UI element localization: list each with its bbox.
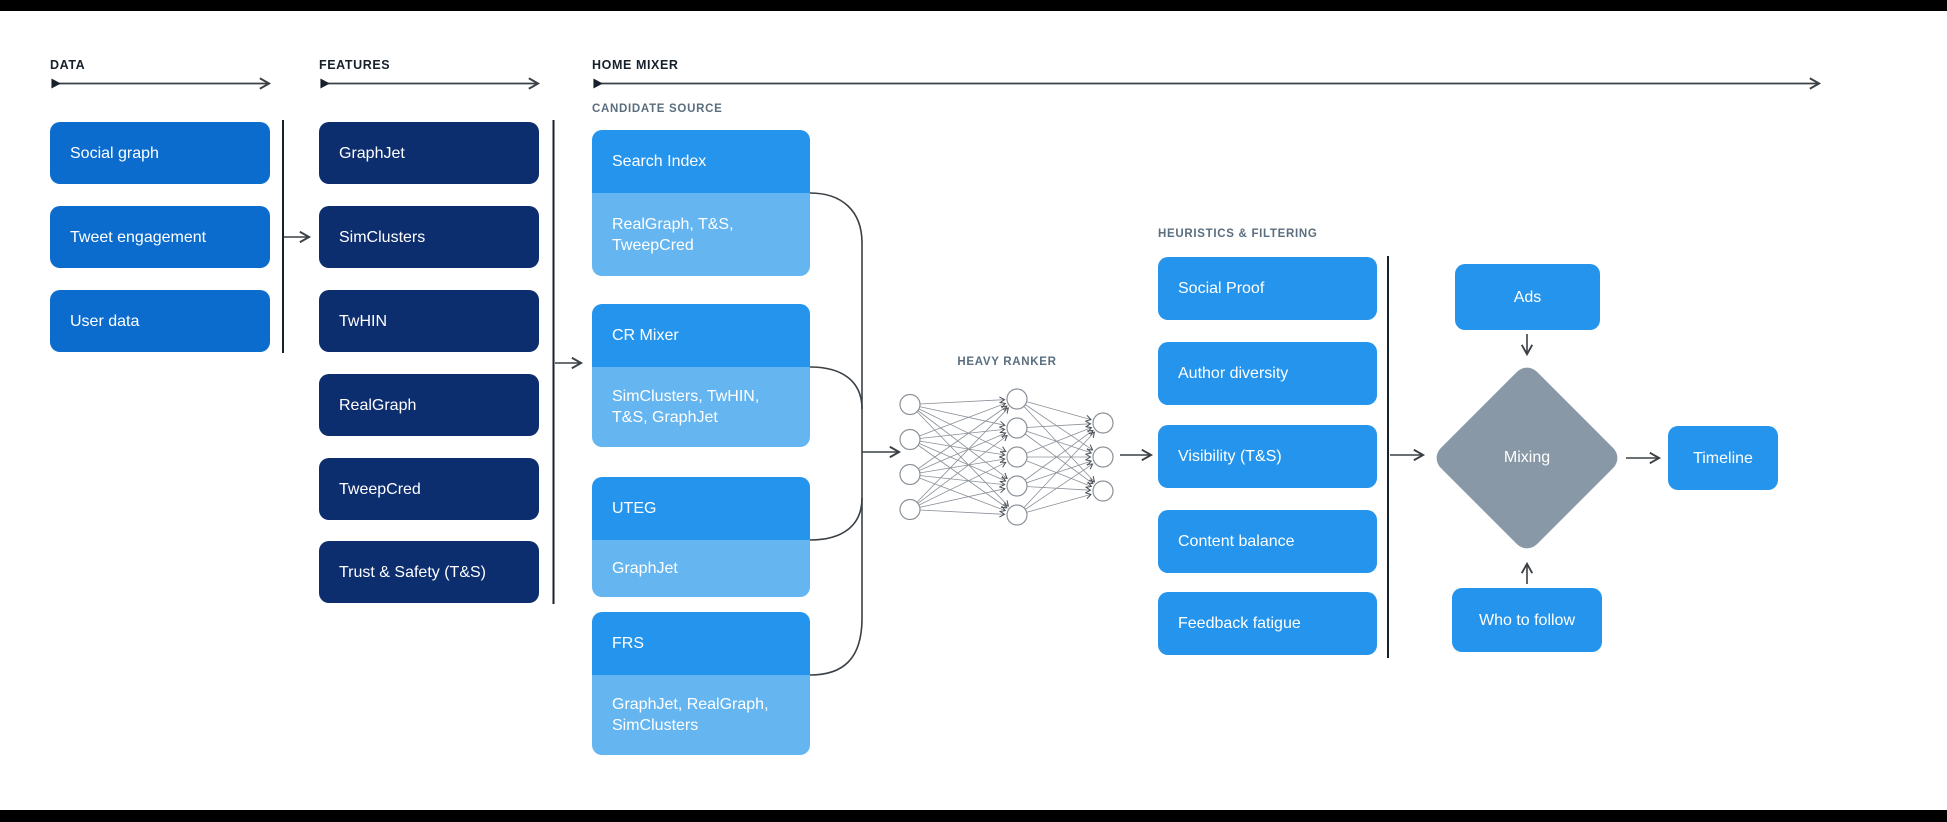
features-box-graphjet: GraphJet xyxy=(319,122,539,184)
search-index-connector-curve xyxy=(809,192,863,244)
features-box-trust-safety: Trust & Safety (T&S) xyxy=(319,541,539,603)
network-edge xyxy=(909,509,1006,518)
network-edge xyxy=(1016,420,1092,429)
network-edge xyxy=(909,404,1006,428)
heuristics-box-content-balance: Content balance xyxy=(1158,510,1377,573)
network-node xyxy=(1092,446,1114,468)
network-edge xyxy=(1016,426,1093,458)
network-edge xyxy=(909,439,1007,483)
network-edge xyxy=(909,474,1006,488)
network-edge xyxy=(1016,427,1094,485)
network-node xyxy=(1006,504,1028,526)
network-edge xyxy=(909,407,1010,510)
mixing-diamond-label: Mixing xyxy=(1503,449,1551,466)
network-edge xyxy=(909,439,1008,509)
network-edge xyxy=(1016,398,1094,451)
candidate-search-index-sources: RealGraph, T&S, TweepCred xyxy=(592,193,810,276)
network-edge xyxy=(909,404,1007,453)
network-node xyxy=(899,393,921,416)
network-edge xyxy=(909,461,1007,510)
network-node xyxy=(899,428,921,451)
network-node xyxy=(1006,417,1028,439)
network-edge xyxy=(1016,485,1092,494)
network-edge xyxy=(909,426,1006,440)
who-to-follow-box: Who to follow xyxy=(1452,588,1602,652)
candidate-search-index-title: Search Index xyxy=(592,130,810,193)
network-node xyxy=(1092,412,1114,434)
home-mixer-section-label: HOME MIXER xyxy=(592,58,679,72)
network-edge xyxy=(909,404,1010,507)
network-node xyxy=(899,498,921,521)
network-edge xyxy=(909,404,1008,479)
bottom-letterbox-bar xyxy=(0,810,1947,822)
network-node xyxy=(899,463,921,486)
network-edge xyxy=(909,486,1006,510)
candidate-cr-mixer-title: CR Mixer xyxy=(592,304,810,367)
candidate-cr-mixer-sources: SimClusters, TwHIN, T&S, GraphJet xyxy=(592,367,810,447)
data-box-tweet-engagement: Tweet engagement xyxy=(50,206,270,268)
network-edge xyxy=(909,435,1008,510)
network-edge xyxy=(1016,431,1096,516)
network-edge xyxy=(1016,429,1094,487)
network-node xyxy=(1006,446,1028,468)
network-node xyxy=(1006,475,1028,497)
network-edge xyxy=(909,439,1006,458)
network-edge xyxy=(1016,463,1094,516)
heuristics-box-social-proof: Social Proof xyxy=(1158,257,1377,320)
candidate-uteg-sources: GraphJet xyxy=(592,540,810,597)
network-edge xyxy=(1016,398,1092,422)
network-edge xyxy=(1016,492,1092,516)
network-edge xyxy=(909,396,1006,405)
network-edge xyxy=(909,405,1008,475)
network-edge xyxy=(909,431,1007,475)
top-letterbox-bar xyxy=(0,0,1947,11)
features-box-twhin: TwHIN xyxy=(319,290,539,352)
features-section-label: FEATURES xyxy=(319,58,391,72)
network-edge xyxy=(1016,427,1093,455)
network-node xyxy=(1092,480,1114,502)
candidate-uteg-title: UTEG xyxy=(592,477,810,540)
uteg-connector-curve xyxy=(809,497,863,541)
network-edge xyxy=(909,401,1007,440)
heuristics-filtering-label: HEURISTICS & FILTERING xyxy=(1158,228,1318,240)
candidate-collector-bracket xyxy=(809,192,863,676)
network-edge xyxy=(909,456,1006,475)
candidate-source-label: CANDIDATE SOURCE xyxy=(592,103,723,115)
network-edge xyxy=(1016,459,1093,487)
network-node xyxy=(1006,388,1028,410)
candidate-frs-sources: GraphJet, RealGraph, SimClusters xyxy=(592,675,810,755)
heavy-ranker-label: HEAVY RANKER xyxy=(957,356,1057,368)
timeline-box: Timeline xyxy=(1668,426,1778,490)
features-box-simclusters: SimClusters xyxy=(319,206,539,268)
network-edge xyxy=(1016,456,1093,488)
network-edge xyxy=(909,474,1007,513)
data-box-social-graph: Social graph xyxy=(50,122,270,184)
cr-mixer-connector-curve xyxy=(809,366,863,410)
frs-connector-curve xyxy=(809,617,863,676)
heuristics-box-feedback-fatigue: Feedback fatigue xyxy=(1158,592,1377,655)
data-box-user-data: User data xyxy=(50,290,270,352)
ads-box: Ads xyxy=(1455,264,1600,330)
features-box-tweepcred: TweepCred xyxy=(319,458,539,520)
network-edge xyxy=(1016,398,1096,483)
heavy-ranker-network xyxy=(899,388,1114,526)
heuristics-box-visibility: Visibility (T&S) xyxy=(1158,425,1377,488)
features-box-realgraph: RealGraph xyxy=(319,374,539,436)
candidate-frs-title: FRS xyxy=(592,612,810,675)
heuristics-box-author-diversity: Author diversity xyxy=(1158,342,1377,405)
data-section-label: DATA xyxy=(50,58,86,72)
